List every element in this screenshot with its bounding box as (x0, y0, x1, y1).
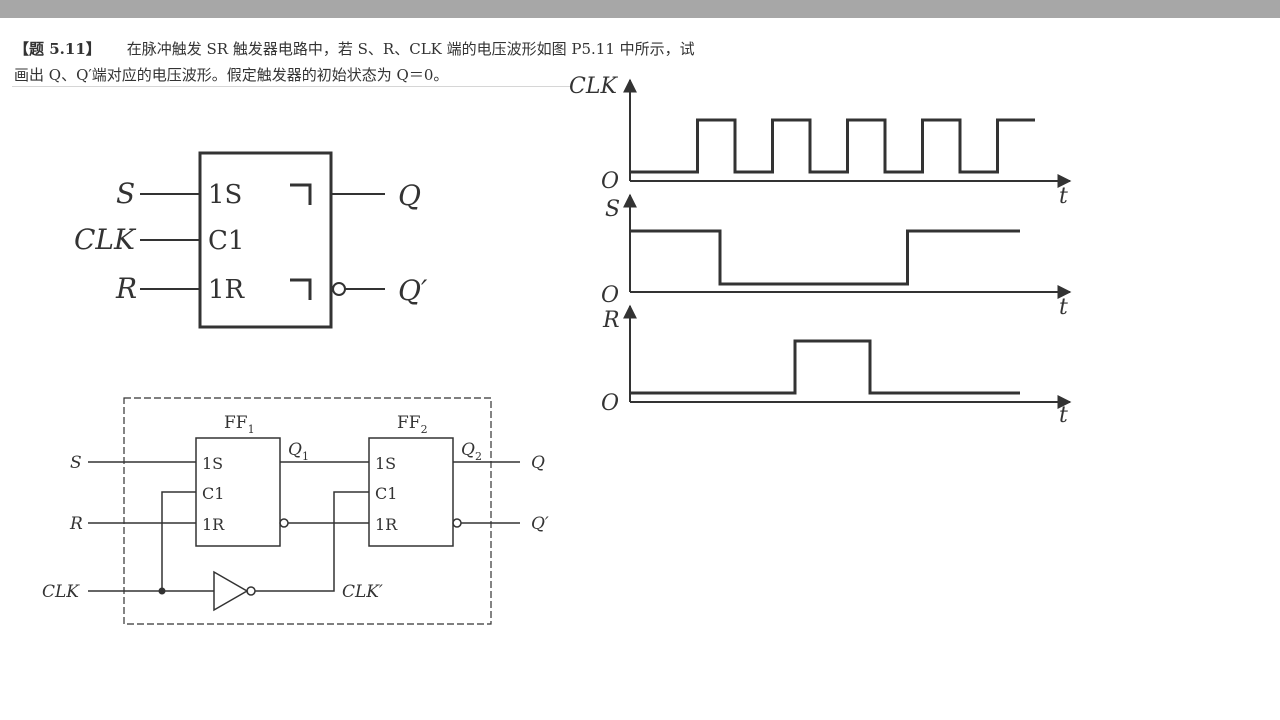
problem-line-1: 【题 5.11】 在脉冲触发 SR 触发器电路中，若 S、R、CLK 端的电压波形… (14, 36, 814, 62)
q2-label: Q2 (461, 440, 482, 463)
ff2-pin-1r: 1R (375, 515, 398, 534)
problem-text-1: 在脉冲触发 SR 触发器电路中，若 S、R、CLK 端的电压波形如图 P5.11… (126, 40, 695, 58)
r-origin-label: O (601, 391, 619, 416)
symbol-pin-1s: 1S (208, 180, 242, 210)
s-timing: S O t (601, 193, 1072, 320)
clk-prime-label: CLK′ (342, 582, 383, 602)
clk-waveform (630, 118, 1035, 174)
symbol-pin-1r: 1R (208, 275, 246, 305)
s-axis-label: S (605, 197, 620, 222)
divider (12, 86, 572, 87)
ff1-qn-bubble (279, 518, 289, 528)
timing-diagram: CLK O t S O t R O t (569, 74, 1072, 428)
ff2-pin-c1: C1 (375, 484, 397, 503)
problem-statement: 【题 5.11】 在脉冲触发 SR 触发器电路中，若 S、R、CLK 端的电压波形… (14, 36, 814, 88)
clk-timing: CLK O t (569, 74, 1072, 209)
ff1-pin-1r: 1R (202, 515, 225, 534)
problem-number: 【题 5.11】 (14, 40, 101, 58)
postponed-output-mark-q (290, 183, 312, 205)
internal-output-qn: Q′ (531, 514, 549, 534)
ff1-pin-c1: C1 (202, 484, 224, 503)
inverter-triangle (213, 570, 249, 612)
inversion-bubble (332, 282, 346, 296)
internal-input-r: R (69, 514, 83, 534)
symbol-input-s: S (116, 177, 135, 210)
ff1-label: FF1 (224, 413, 255, 436)
clk-time-label: t (1059, 184, 1068, 209)
internal-output-q: Q (531, 453, 545, 473)
clk-to-ff1-wire (161, 491, 196, 591)
s-origin-label: O (601, 283, 619, 308)
top-bar (0, 0, 1280, 18)
r-time-label: t (1059, 403, 1068, 428)
s-time-label: t (1059, 295, 1068, 320)
symbol-output-q: Q (398, 179, 421, 212)
symbol-input-r: R (115, 272, 137, 305)
ff2-qn-bubble (452, 518, 462, 528)
internal-input-clk: CLK (42, 582, 80, 602)
ff1-pin-1s: 1S (202, 454, 223, 473)
master-slave-circuit: FF1 FF2 1S C1 1R 1S C1 1R Q1 Q2 S R CLK … (42, 397, 549, 625)
r-waveform (630, 339, 1020, 395)
symbol-pin-c1: C1 (208, 226, 244, 256)
s-waveform (630, 229, 1020, 286)
symbol-output-qn: Q′ (398, 274, 428, 307)
internal-input-s: S (70, 453, 82, 473)
q1-label: Q1 (288, 440, 309, 463)
problem-line-2: 画出 Q、Q′端对应的电压波形。假定触发器的初始状态为 Q＝0。 (14, 66, 449, 84)
sr-flipflop-symbol: S CLK R 1S C1 1R Q Q′ (74, 151, 428, 329)
clk-axis-label: CLK (569, 74, 618, 99)
clk-origin-label: O (601, 169, 619, 194)
ff2-pin-1s: 1S (375, 454, 396, 473)
postponed-output-mark-qn (290, 278, 312, 300)
ff2-label: FF2 (397, 413, 428, 436)
r-axis-label: R (602, 308, 620, 333)
dashed-enclosure (123, 397, 492, 625)
r-timing: R O t (601, 304, 1072, 428)
symbol-input-clk: CLK (74, 223, 137, 256)
clk-prime-wire (255, 491, 369, 592)
